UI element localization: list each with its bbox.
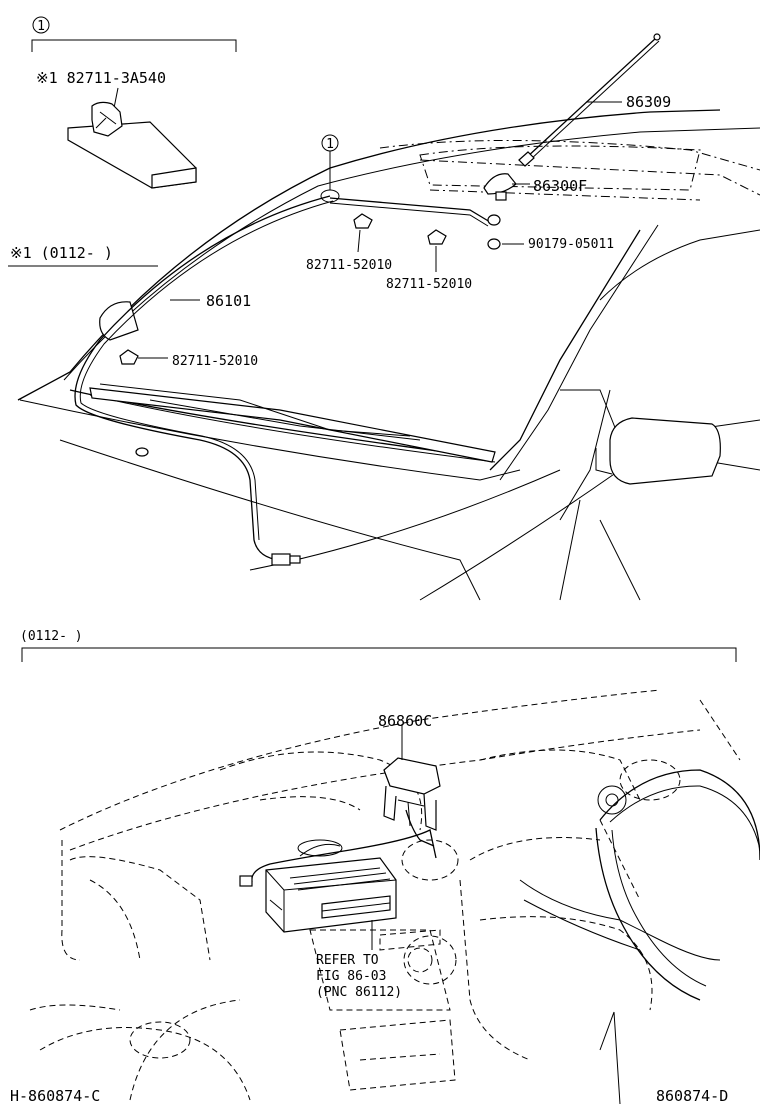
inset-part-label: ※1 82711-3A540 [36, 69, 166, 87]
footer-left-id: H-860874-C [10, 1087, 100, 1105]
car-body-outline [17, 109, 760, 601]
wiper-drawing [89, 383, 496, 463]
part-86101: 86101 [206, 292, 251, 310]
footer-right-id: 860874-D [656, 1087, 728, 1105]
antenna-wire-86101 [74, 195, 491, 566]
refer-line-3: (PNC 86112) [316, 985, 402, 1000]
ref-circle-mid: 1 [326, 137, 334, 152]
note-range-label: ※1 (0112- ) [10, 244, 113, 262]
part-86300f: 86300F [533, 177, 587, 195]
refer-line-1: REFER TO [316, 953, 379, 968]
part-82711-b: 82711-52010 [386, 277, 472, 292]
clip-b [427, 229, 447, 245]
clip-part-drawing [67, 101, 197, 189]
part-82711-c: 82711-52010 [172, 354, 258, 369]
part-86860c: 86860C [378, 712, 432, 730]
module-86860c [383, 757, 441, 847]
part-82711-a: 82711-52010 [306, 258, 392, 273]
antenna-mast [518, 33, 661, 167]
nut-drawing [487, 214, 501, 250]
part-86309: 86309 [626, 93, 671, 111]
radio-unit [265, 857, 397, 933]
clip-a [353, 213, 373, 229]
part-90179-05011: 90179-05011 [528, 237, 614, 252]
section-range-label: (0112- ) [20, 629, 83, 644]
refer-line-2: FIG 86-03 [316, 969, 386, 984]
dashboard-outline [29, 689, 741, 1101]
inset-bracket: 1 [31, 16, 237, 52]
ref-circle-top: 1 [37, 19, 45, 34]
antenna-base [483, 173, 517, 201]
steering-wheel [519, 769, 760, 1105]
clip-c [119, 349, 139, 365]
